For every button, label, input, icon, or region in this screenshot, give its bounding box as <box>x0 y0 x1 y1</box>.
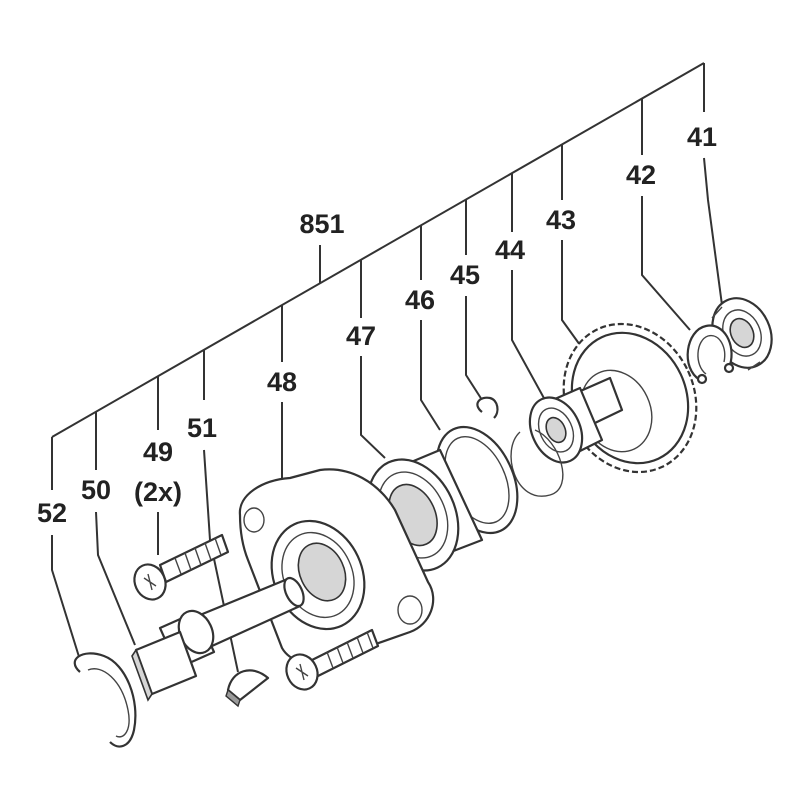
leader-42 <box>641 196 691 331</box>
leader-47 <box>360 356 386 459</box>
label-45: 45 <box>450 260 480 290</box>
part-51-woodruff-key <box>225 669 270 708</box>
label-851: 851 <box>299 209 344 239</box>
label-49: 49 <box>143 437 173 467</box>
part-49-screw-lower <box>285 628 380 691</box>
part-49-screw-upper <box>133 533 230 601</box>
part-50-drive-shaft <box>131 576 305 702</box>
part-44-bearing <box>528 386 604 464</box>
label-49-quantity: (2x) <box>134 477 182 507</box>
assembly-bracket <box>51 62 705 490</box>
label-44: 44 <box>495 235 525 265</box>
part-45-circlip <box>476 396 564 497</box>
label-52: 52 <box>37 498 67 528</box>
leader-41 <box>703 157 723 306</box>
label-50: 50 <box>81 475 111 505</box>
leader-52 <box>51 535 81 661</box>
part-42-circlip <box>686 324 735 385</box>
label-47: 47 <box>346 321 376 351</box>
label-51: 51 <box>187 413 217 443</box>
part-52-retaining-ring <box>73 652 137 748</box>
label-48: 48 <box>267 367 297 397</box>
leader-46 <box>420 320 441 431</box>
assembly-main-line <box>51 62 705 438</box>
leader-44 <box>511 270 546 401</box>
label-42: 42 <box>626 160 656 190</box>
leader-45 <box>465 296 485 404</box>
label-41: 41 <box>687 122 717 152</box>
label-46: 46 <box>405 285 435 315</box>
label-43: 43 <box>546 205 576 235</box>
leader-50 <box>95 511 136 646</box>
part-labels: 851 41 42 43 44 45 46 47 48 51 49 (2x) 5… <box>37 122 717 528</box>
leader-43 <box>561 240 581 346</box>
